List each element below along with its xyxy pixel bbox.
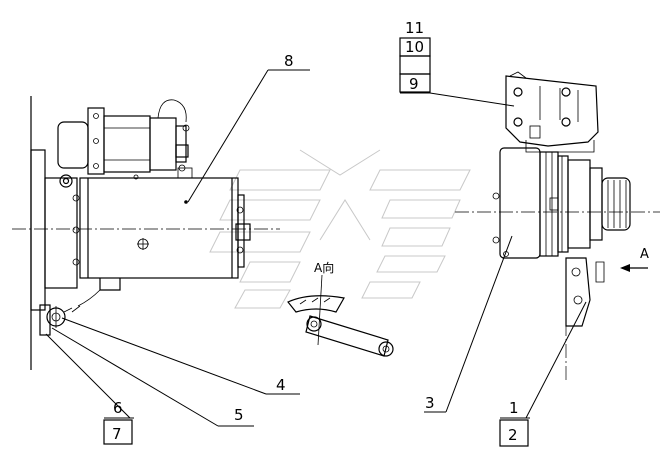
alternator (492, 147, 631, 327)
view-a-section-label: A向 (314, 260, 334, 275)
callout-3: 3 (425, 394, 435, 412)
callout-1: 1 (509, 399, 519, 417)
callout-9: 9 (409, 75, 419, 93)
callout-7-box (103, 419, 133, 445)
callout-8: 8 (284, 52, 294, 70)
callout-2-box (499, 419, 529, 447)
callout-2: 2 (508, 426, 518, 444)
solenoid (57, 99, 193, 180)
callout-10: 10 (405, 38, 424, 56)
view-arrow-a (620, 264, 648, 272)
starter-motor (71, 177, 251, 313)
callout-5: 5 (234, 406, 244, 424)
callout-4: 4 (276, 376, 286, 394)
callout-stack-9-11 (399, 37, 431, 93)
callout-7: 7 (112, 425, 122, 443)
watermark (209, 149, 471, 309)
callout-6: 6 (113, 399, 123, 417)
callout-11: 11 (405, 19, 424, 37)
engine-flange (30, 96, 78, 370)
leader-lines (45, 69, 587, 427)
adjusting-arm (287, 274, 394, 357)
view-a-direction-label: A (640, 247, 649, 262)
mounting-bracket (505, 71, 599, 153)
lower-fitting (39, 304, 73, 336)
